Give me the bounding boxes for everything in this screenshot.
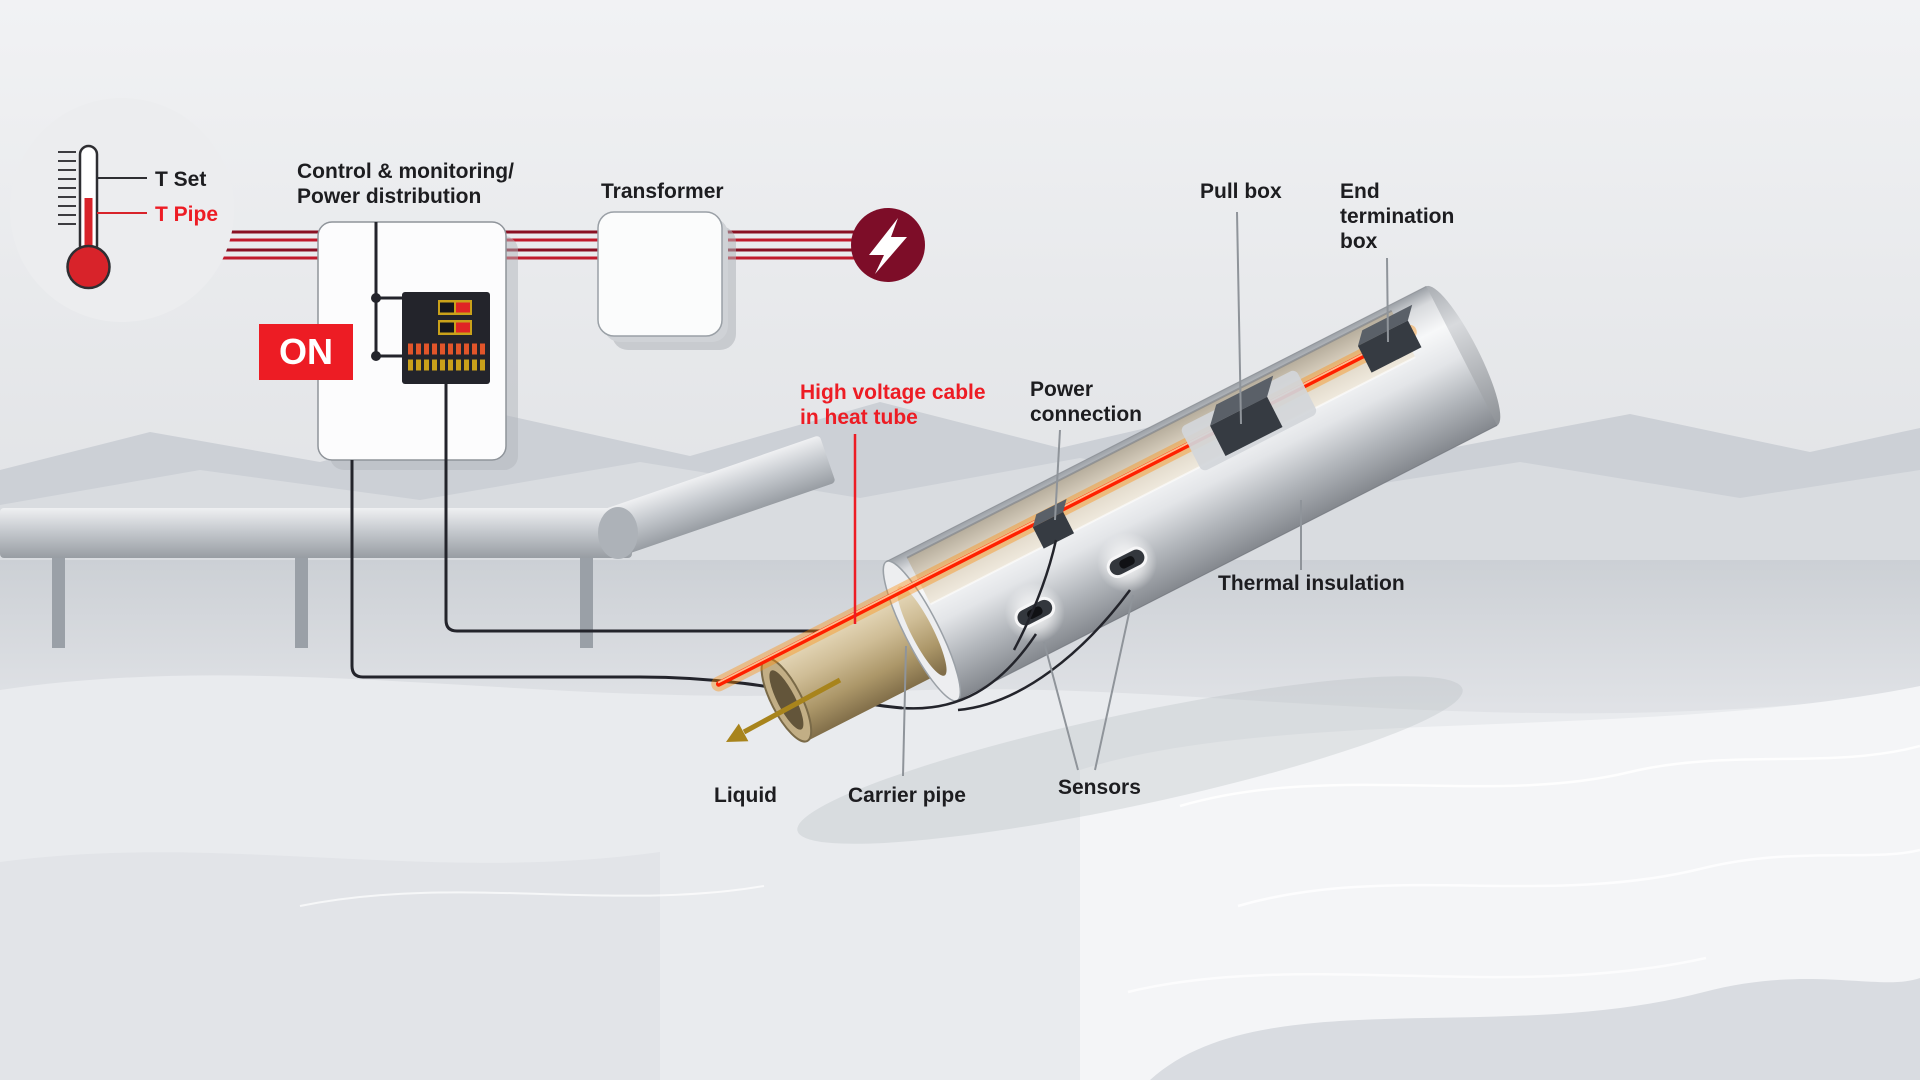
sensor-2-leader <box>1094 594 1134 771</box>
transformer-body <box>597 211 723 337</box>
sensor-1-leader <box>1043 641 1079 771</box>
control-unit: ON <box>259 221 518 470</box>
pipeline-horizontal-run <box>0 508 632 558</box>
badge-circle <box>10 98 234 322</box>
pipe-shadow <box>797 676 1463 844</box>
pipeline-support <box>52 556 65 648</box>
pull-box-leader <box>1236 211 1242 425</box>
sensor-1-wire <box>901 633 1038 710</box>
power-connection-label-line1: Power <box>1030 378 1093 401</box>
control-title-line1: Control & monitoring/ <box>297 160 514 183</box>
labels: Control & monitoring/ Power distribution… <box>297 160 1454 807</box>
power-connection-leader <box>1054 429 1061 521</box>
leader-lines <box>902 211 1389 777</box>
end-termination-label-line2: termination <box>1340 205 1454 228</box>
thermometer-column <box>84 198 93 252</box>
arrowhead-icon <box>726 723 749 742</box>
on-badge-background <box>259 324 353 380</box>
thermal-insulation-label: Thermal insulation <box>1218 572 1405 595</box>
power-connection-box <box>1032 498 1075 549</box>
pipeline-support <box>580 556 593 648</box>
control-wire-2 <box>444 384 843 633</box>
t-pipe-label: T Pipe <box>155 203 218 226</box>
pipeline-elbow <box>598 507 638 559</box>
t-set-label: T Set <box>155 168 206 191</box>
end-termination-label-line1: End <box>1340 180 1380 203</box>
wire-junction <box>371 351 381 361</box>
control-panel <box>402 292 490 384</box>
power-connection-wire <box>1012 539 1058 651</box>
liquid-label: Liquid <box>714 784 777 807</box>
thermometer-badge: T Set T Pipe <box>10 98 234 322</box>
power-connection-label-line2: connection <box>1030 403 1142 426</box>
sensor-2 <box>1097 532 1158 593</box>
transformer-label: Transformer <box>601 180 724 203</box>
control-title-line2: Power distribution <box>297 185 481 208</box>
background-pipeline <box>0 436 835 648</box>
on-badge-label: ON <box>279 331 333 372</box>
high-voltage-label-line1: High voltage cable <box>800 381 986 404</box>
pipeline-support <box>295 556 308 648</box>
sensor-1 <box>1004 582 1065 643</box>
transformer-unit <box>597 211 736 350</box>
liquid-arrow <box>726 677 842 742</box>
on-badge: ON <box>259 324 353 380</box>
pipeline-riser <box>604 436 835 556</box>
thermometer-bulb <box>66 244 111 290</box>
end-termination-leader <box>1386 257 1389 343</box>
end-termination-box <box>1357 304 1422 373</box>
pull-box-label: Pull box <box>1200 180 1282 203</box>
carrier-pipe-label: Carrier pipe <box>848 784 966 807</box>
carrier-pipe-opening <box>769 670 804 730</box>
sensors-label: Sensors <box>1058 776 1141 799</box>
pull-box <box>1181 370 1317 471</box>
wire-junction <box>371 293 381 303</box>
thermometer-icon <box>58 144 111 290</box>
high-voltage-label-line2: in heat tube <box>800 406 918 429</box>
end-termination-label-line3: box <box>1340 230 1378 253</box>
power-source <box>851 208 925 282</box>
lightning-bolt-icon <box>869 218 907 274</box>
carrier-pipe-leader <box>902 645 907 777</box>
